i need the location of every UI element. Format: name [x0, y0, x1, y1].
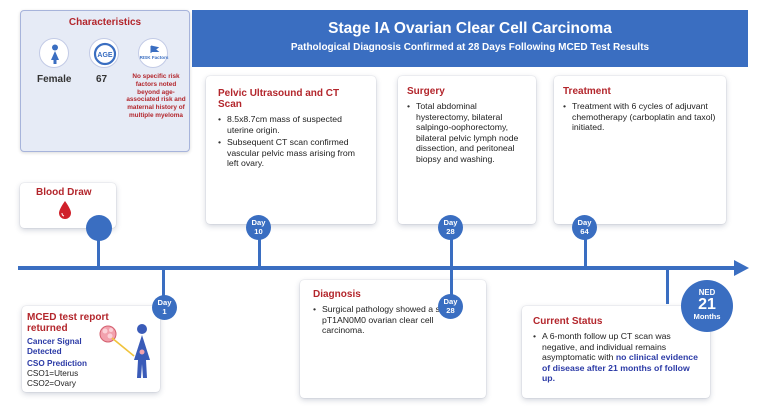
imaging-item: 8.5x8.7cm mass of suspected uterine orig…: [218, 114, 364, 135]
risk-factors-note: No specific risk factors noted beyond ag…: [126, 73, 186, 119]
surgery-item: Total abdominal hysterectomy, bilateral …: [407, 101, 526, 165]
woman-with-signal-icon: [99, 324, 150, 378]
page-subtitle: Pathological Diagnosis Confirmed at 28 D…: [290, 42, 650, 53]
ned-stem: [666, 268, 669, 304]
cso-prediction-title: CSO Prediction: [27, 359, 88, 368]
female-figure-icon: [39, 38, 69, 68]
day64-stem: [584, 230, 587, 268]
mced-title: MCED test report returned: [27, 312, 109, 334]
treatment-list: Treatment with 6 cycles of adjuvant chem…: [563, 101, 716, 133]
ned-unit: Months: [693, 312, 721, 321]
day-number: 64: [580, 226, 589, 236]
day-number: 1: [162, 306, 167, 316]
age-value: 67: [96, 74, 108, 85]
page-title: Stage IA Ovarian Clear Cell Carcinoma: [328, 20, 612, 37]
day-label: Day: [443, 297, 458, 306]
status-highlight-text: no clinical evidence of disease after 21…: [542, 352, 698, 384]
surgery-card: Surgery Total abdominal hysterectomy, bi…: [398, 76, 536, 224]
ned-number: 21: [698, 296, 716, 313]
day-28-lower-marker: Day 28: [438, 294, 463, 319]
day-28-upper-marker: Day 28: [438, 215, 463, 240]
blood-draw-marker: [86, 215, 112, 241]
day-label: Day: [157, 298, 172, 307]
day1-stem: [162, 268, 165, 296]
day-label: Day: [577, 218, 592, 227]
imaging-card: Pelvic Ultrasound and CT Scan 8.5x8.7cm …: [206, 76, 376, 224]
cancer-signal-text: Cancer Signal Detected: [27, 337, 82, 356]
treatment-card: Treatment Treatment with 6 cycles of adj…: [554, 76, 726, 224]
surgery-list: Total abdominal hysterectomy, bilateral …: [407, 101, 526, 165]
current-status-list: A 6-month follow up CT scan was negative…: [533, 331, 701, 384]
risk-badge-text: RISK Factors: [140, 55, 169, 60]
ned-label: NED: [698, 288, 716, 297]
day-64-marker: Day 64: [572, 215, 597, 240]
day-number: 10: [254, 226, 263, 236]
day-10-marker: Day 10: [246, 215, 271, 240]
age-badge-text: AGE: [97, 52, 113, 59]
characteristics-panel: Characteristics AGE RISK Factors Female …: [20, 10, 190, 152]
imaging-item: Subsequent CT scan confirmed vascular pe…: [218, 137, 364, 169]
cso2-value: CSO2=Ovary: [27, 379, 76, 388]
diagnosis-item: Surgical pathology showed a stage pT1AN0…: [313, 304, 474, 336]
risk-flag-icon: RISK Factors: [138, 38, 169, 68]
surgery-title: Surgery: [407, 86, 445, 97]
day-label: Day: [443, 218, 458, 227]
diagnosis-title: Diagnosis: [313, 289, 361, 300]
characteristics-title: Characteristics: [68, 17, 142, 28]
day-1-marker: Day 1: [152, 295, 177, 320]
imaging-list: 8.5x8.7cm mass of suspected uterine orig…: [218, 114, 364, 169]
day-label: Day: [251, 218, 266, 227]
cso1-value: CSO1=Uterus: [27, 369, 79, 378]
day-number: 28: [446, 226, 455, 236]
title-banner: Stage IA Ovarian Clear Cell Carcinoma Pa…: [192, 10, 748, 67]
diagnosis-list: Surgical pathology showed a stage pT1AN0…: [313, 304, 474, 336]
age-icon: AGE: [89, 38, 119, 68]
mced-report-card: MCED test report returned Cancer Signal …: [22, 306, 160, 392]
status-text: A 6-month follow up CT scan was negative…: [542, 331, 671, 363]
current-status-title: Current Status: [533, 316, 603, 327]
day10-stem: [258, 230, 261, 268]
timeline-axis: [18, 266, 736, 270]
ned-21-months-marker: NED 21 Months: [681, 280, 733, 332]
timeline-arrowhead: [734, 260, 749, 276]
blood-draw-label: Blood Draw: [36, 187, 92, 198]
current-status-card: Current Status A 6-month follow up CT sc…: [522, 306, 710, 398]
treatment-item: Treatment with 6 cycles of adjuvant chem…: [563, 101, 716, 133]
blood-draw-stem: [97, 228, 100, 268]
day-number: 28: [446, 305, 455, 315]
imaging-title: Pelvic Ultrasound and CT Scan: [218, 88, 340, 110]
blood-drop-icon: [59, 201, 71, 219]
current-status-item: A 6-month follow up CT scan was negative…: [533, 331, 701, 384]
day28-stem: [450, 232, 453, 298]
sex-value: Female: [37, 74, 72, 85]
treatment-title: Treatment: [563, 86, 611, 97]
